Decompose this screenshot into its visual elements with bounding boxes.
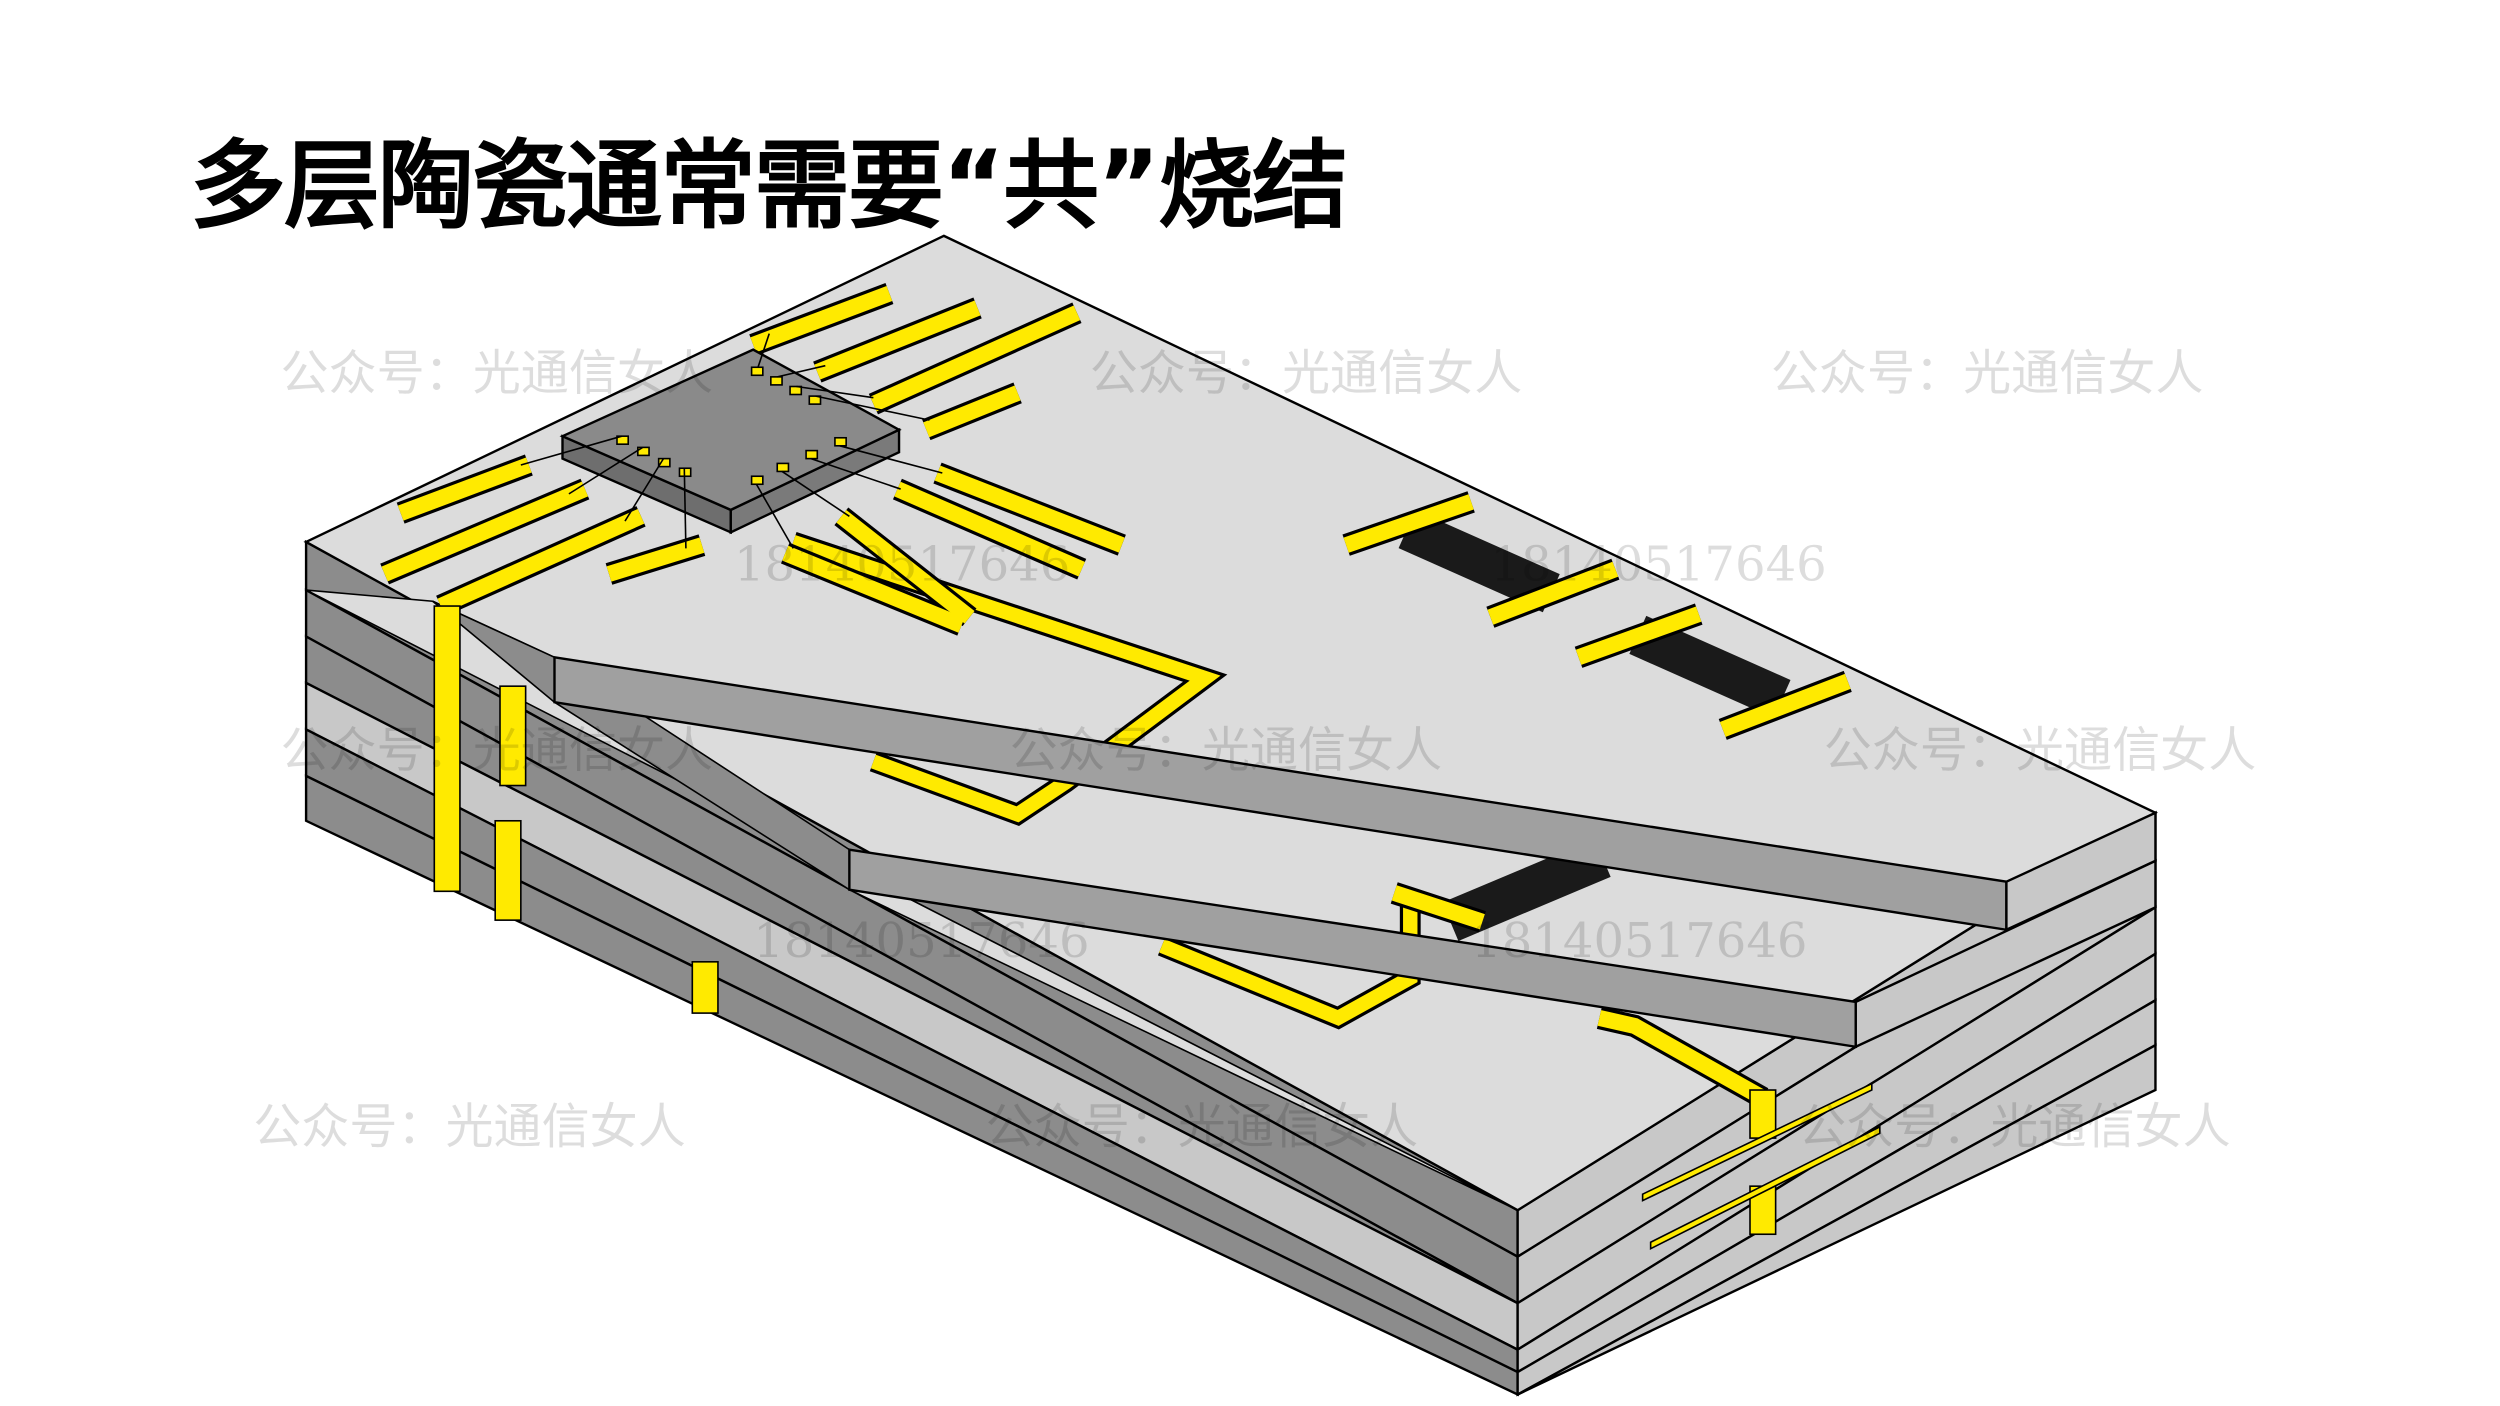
watermark-account: 公众号：光通信女人 [280, 346, 713, 402]
watermark-account: 公众号：光通信女人 [253, 1099, 686, 1155]
slide-title: 多层陶瓷通常需要“共”烧结 [190, 130, 1348, 242]
ic-chip [520, 333, 943, 549]
watermarks: 公众号：光通信女人 公众号：光通信女人 公众号：光通信女人 公众号：光通信女人 … [253, 346, 2256, 1155]
watermark-phone: 18140517646 [734, 536, 1070, 592]
watermark-phone: 18140517646 [1490, 536, 1826, 592]
conductor-pads [380, 283, 1852, 1108]
watermark-phone: 18140517646 [753, 913, 1089, 969]
watermark-account: 公众号：光通信女人 [280, 722, 713, 778]
watermark-account: 公众号：光通信女人 [1010, 722, 1443, 778]
watermark-account: 公众号：光通信女人 [1771, 346, 2204, 402]
watermark-account: 公众号：光通信女人 [986, 1099, 1419, 1155]
watermark-phone: 18140517646 [1471, 913, 1807, 969]
watermark-account: 公众号：光通信女人 [1824, 722, 2257, 778]
vias [433, 605, 1881, 1250]
watermark-account: 公众号：光通信女人 [1798, 1099, 2231, 1155]
watermark-account: 公众号：光通信女人 [1090, 346, 1523, 402]
raised-ceramic-strips [553, 655, 2157, 1049]
